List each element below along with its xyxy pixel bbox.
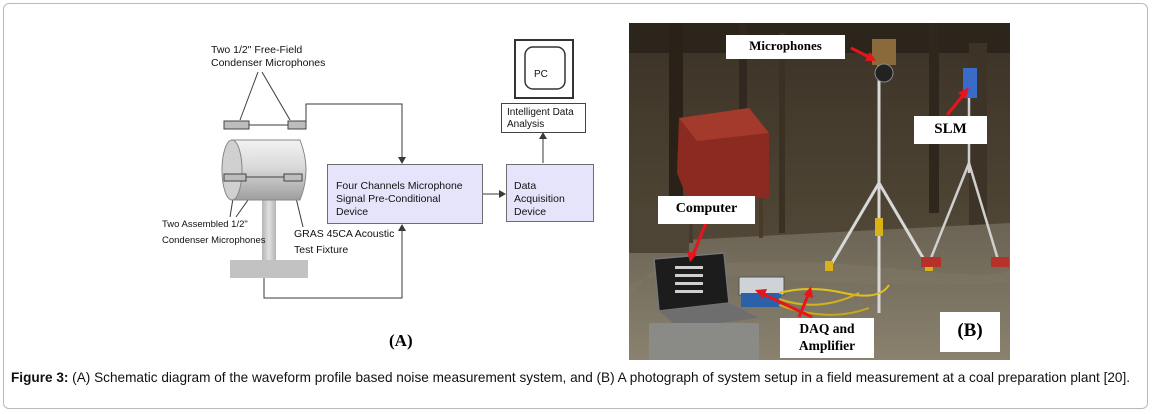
daq-callout-line-1: DAQ and: [799, 321, 855, 336]
panel-b-label: (B): [940, 312, 1000, 352]
fixture-base: [230, 260, 308, 278]
schematic-lines: [221, 39, 574, 299]
preconditioner-line-1: Four Channels Microphone: [336, 180, 463, 192]
daq-line-1: Data Acquisition: [514, 180, 565, 205]
field-setup-photo: [629, 23, 1010, 360]
caption-text: (A) Schematic diagram of the waveform pr…: [68, 370, 1131, 385]
data-acquisition-box: Data Acquisition Device: [506, 164, 594, 222]
fixture-label-2: Test Fixture: [294, 244, 349, 256]
free-field-microphone-right: [287, 120, 307, 130]
assembled-microphone-left: [223, 173, 247, 182]
pc-label: PC: [534, 69, 548, 80]
computer-callout: Computer: [658, 196, 755, 224]
free-field-microphone-left: [223, 120, 250, 130]
fixture-stand: [262, 200, 276, 262]
slm-callout: SLM: [914, 116, 987, 144]
daq-amplifier-callout: DAQ and Amplifier: [780, 318, 874, 358]
daq-callout-line-2: Amplifier: [798, 338, 856, 353]
assembled-microphones-label-2: Condenser Microphones: [162, 235, 266, 246]
figure-number: Figure 3:: [11, 370, 69, 385]
fixture-label-1: GRAS 45CA Acoustic: [294, 228, 395, 240]
assembled-microphones-label-1: Two Assembled 1/2": [162, 219, 248, 230]
free-field-microphones-label: Two 1/2" Free-Field Condenser Microphone…: [211, 44, 326, 69]
figure-caption: Figure 3: (A) Schematic diagram of the w…: [11, 369, 1143, 387]
analysis-line-2: Analysis: [507, 119, 545, 130]
microphones-callout: Microphones: [726, 35, 845, 59]
panel-a-label: (A): [389, 331, 413, 350]
analysis-line-1: Intelligent Data: [507, 107, 574, 118]
preconditioner-box: Four Channels Microphone Signal Pre-Cond…: [327, 164, 483, 224]
field-photo-illustration: [629, 23, 1010, 360]
pc-screen: [524, 46, 566, 90]
preconditioner-line-2: Signal Pre-Conditional Device: [336, 193, 441, 218]
assembled-microphone-right: [283, 173, 303, 182]
daq-line-2: Device: [514, 206, 547, 218]
intelligent-analysis-box: Intelligent Data Analysis: [501, 103, 586, 133]
